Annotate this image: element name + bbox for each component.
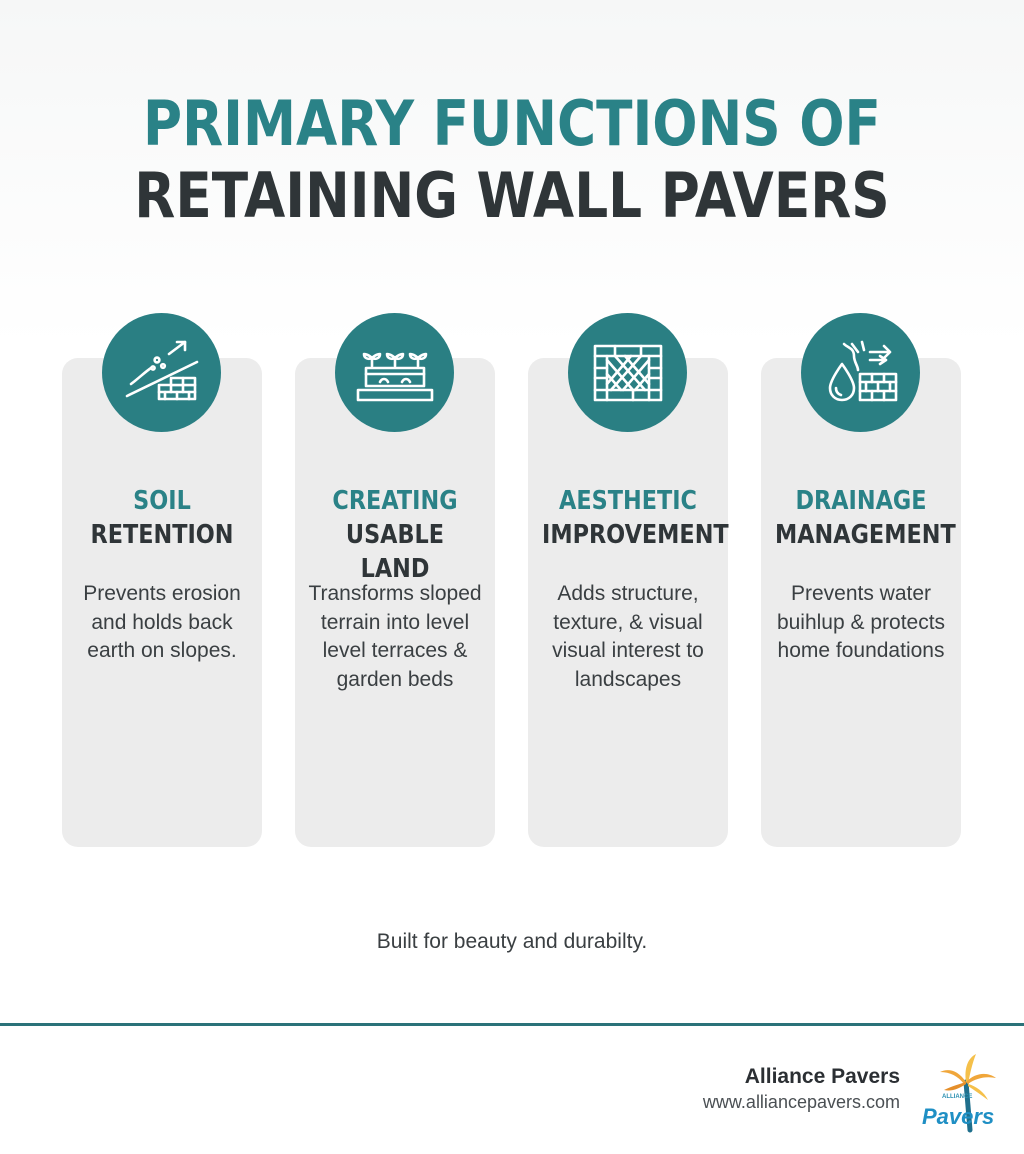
- card-icon-circle: [335, 313, 454, 432]
- card-icon-circle: [568, 313, 687, 432]
- card-title: CREATING USABLE LAND: [309, 484, 481, 586]
- card-title-line-1: CREATING: [332, 486, 458, 516]
- slope-wall-icon: [125, 340, 198, 400]
- card-title-line-2: RETENTION: [90, 520, 234, 550]
- garden-bed-icon: [356, 352, 433, 401]
- card-icon-circle: [801, 313, 920, 432]
- card-creating-usable-land: [295, 358, 495, 847]
- card-title-line-2: IMPROVEMENT: [542, 520, 729, 550]
- tagline: Built for beauty and durabilty.: [376, 930, 648, 953]
- card-description: Adds structure, texture, & visual visual…: [552, 582, 704, 691]
- card-title: DRAINAGE MANAGEMENT: [775, 484, 956, 552]
- title-line-2: RETAINING WALL PAVERS: [134, 159, 890, 232]
- brand-name: Alliance Pavers: [744, 1065, 900, 1088]
- card-title: SOIL RETENTION: [76, 484, 248, 552]
- card-title-line-2: MANAGEMENT: [775, 520, 956, 550]
- title-line-1: PRIMARY FUNCTIONS OF: [143, 87, 881, 160]
- card-description: Prevents water buihlup & protects home f…: [776, 582, 946, 662]
- alliance-pavers-logo: ALLIANCE Pavers: [922, 1054, 996, 1133]
- card-title-line-1: DRAINAGE: [795, 486, 927, 516]
- footer-divider: [0, 1023, 1024, 1026]
- card-drainage-management: [761, 358, 961, 847]
- page-title: PRIMARY FUNCTIONS OF RETAINING WALL PAVE…: [72, 88, 953, 232]
- card-soil-retention: [62, 358, 262, 847]
- brand-url[interactable]: www.alliancepavers.com: [702, 1092, 900, 1112]
- footer-brand: Alliance Pavers www.alliancepavers.com: [703, 1064, 900, 1114]
- function-cards: SOIL RETENTION Prevents erosion and hold…: [62, 313, 961, 847]
- card-description: Transforms sloped terrain into level lev…: [308, 582, 482, 691]
- card-icon-circle: [102, 313, 221, 432]
- water-drop-wall-icon: [828, 340, 897, 401]
- brick-pattern-icon: [593, 344, 662, 401]
- card-title: AESTHETIC IMPROVEMENT: [542, 484, 729, 552]
- card-aesthetic-improvement: [528, 358, 728, 847]
- card-title-line-1: AESTHETIC: [559, 486, 697, 516]
- logo-small-text: ALLIANCE: [942, 1094, 972, 1100]
- card-title-line-1: SOIL: [133, 486, 191, 516]
- card-title-line-2: USABLE LAND: [345, 520, 445, 584]
- card-description: Prevents erosion and holds back earth on…: [83, 582, 241, 662]
- logo-text: Pavers: [922, 1104, 994, 1129]
